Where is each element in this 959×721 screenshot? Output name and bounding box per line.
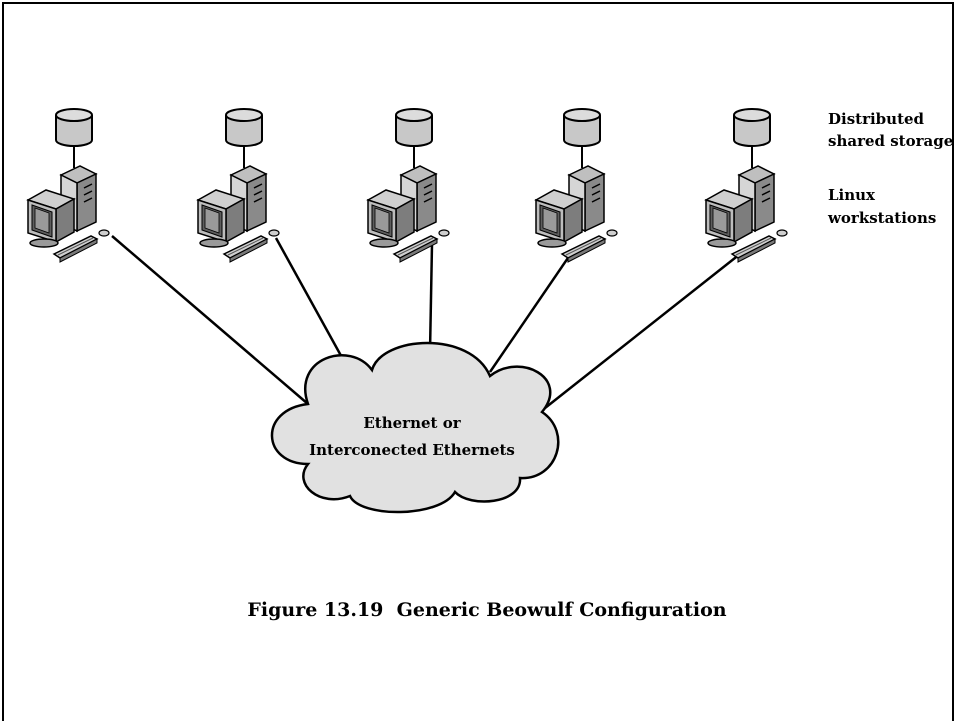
node-3 xyxy=(367,108,450,263)
storage-label-line1: Distributed xyxy=(828,110,925,128)
ethernet-cloud xyxy=(270,341,560,514)
network-label-line2: Interconected Ethernets xyxy=(309,441,515,459)
link-node-5 xyxy=(539,253,741,413)
figure-caption: Figure 13.19 Generic Beowulf Configurati… xyxy=(247,599,726,621)
node-5 xyxy=(705,108,788,263)
storage-label-line2: shared storage xyxy=(828,132,953,150)
workstation-label-line2: workstations xyxy=(827,209,936,227)
link-node-2 xyxy=(274,237,352,373)
link-node-3 xyxy=(428,243,434,353)
node-4 xyxy=(535,108,618,263)
link-node-1 xyxy=(111,235,309,405)
node-1 xyxy=(27,108,110,263)
workstation-label-line1: Linux xyxy=(828,186,876,204)
network-label-line1: Ethernet or xyxy=(363,414,461,432)
network-links xyxy=(111,235,741,413)
node-2 xyxy=(197,108,280,263)
link-node-4 xyxy=(488,251,574,373)
